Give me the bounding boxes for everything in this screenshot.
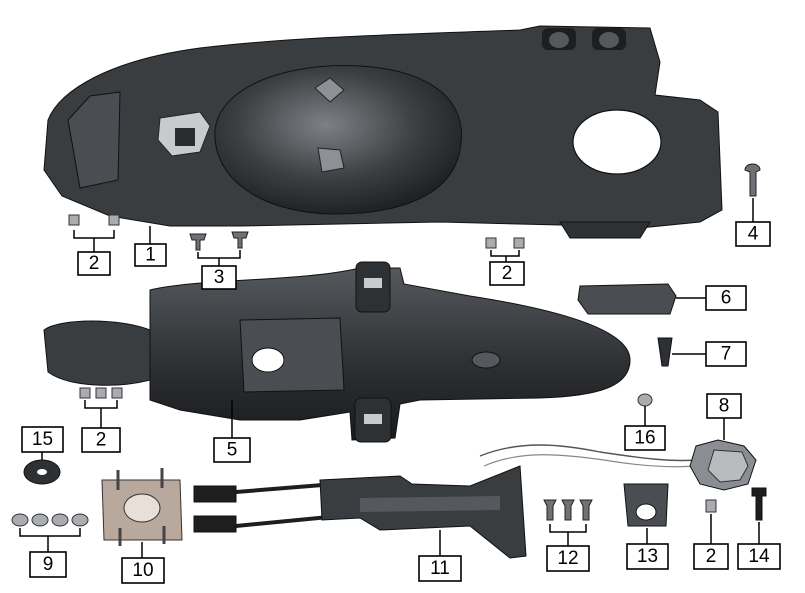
svg-text:7: 7: [721, 344, 732, 365]
svg-text:10: 10: [132, 560, 153, 581]
part-clip-triple: [79, 387, 123, 428]
callout-11: 11: [418, 555, 462, 582]
svg-text:2: 2: [706, 546, 717, 567]
svg-text:3: 3: [214, 267, 225, 288]
part-reflector: [577, 283, 706, 315]
callout-7: 7: [705, 341, 747, 367]
part-small-nut: [637, 393, 653, 426]
part-rubber-plug: [657, 337, 706, 367]
callout-2b: 2: [489, 261, 525, 286]
svg-text:13: 13: [637, 546, 658, 567]
part-lamp-mount: [623, 483, 669, 544]
svg-text:5: 5: [227, 440, 238, 461]
callout-5: 5: [213, 437, 251, 463]
svg-text:2: 2: [89, 253, 100, 274]
callout-2c: 2: [81, 427, 121, 453]
svg-text:12: 12: [557, 548, 578, 569]
part-bolt-triple: [543, 499, 593, 546]
part-bolt-pair: [189, 231, 249, 266]
callout-2a: 2: [77, 251, 111, 276]
callout-8: 8: [706, 393, 742, 419]
svg-text:1: 1: [145, 245, 156, 266]
svg-text:9: 9: [43, 554, 54, 575]
callout-3: 3: [201, 265, 237, 290]
part-clip-pair-right: [485, 237, 525, 262]
svg-text:2: 2: [502, 263, 513, 284]
callout-16: 16: [624, 425, 666, 451]
svg-text:15: 15: [32, 429, 53, 450]
callout-9: 9: [29, 551, 67, 578]
callout-12: 12: [546, 545, 590, 572]
part-license-bracket: [193, 465, 527, 559]
callout-13: 13: [626, 543, 669, 570]
part-bolt-single: [744, 163, 761, 222]
svg-text:2: 2: [96, 430, 107, 451]
svg-text:16: 16: [634, 428, 655, 449]
callout-6: 6: [705, 285, 747, 311]
callout-14: 14: [737, 543, 781, 570]
part-nut-set: [11, 513, 89, 552]
callout-4: 4: [735, 221, 771, 247]
svg-text:4: 4: [748, 224, 759, 245]
callout-15: 15: [21, 426, 64, 453]
callout-2d: 2: [693, 543, 729, 570]
part-screw: [751, 487, 767, 544]
callout-10: 10: [121, 557, 165, 584]
part-clip-pair-left: [68, 214, 120, 252]
part-clip-single: [705, 499, 717, 544]
svg-text:14: 14: [748, 546, 770, 567]
part-rubber-washer: [23, 452, 61, 485]
svg-text:8: 8: [719, 396, 730, 417]
part-mounting-plate: [101, 468, 183, 558]
callout-1: 1: [134, 226, 167, 267]
svg-text:11: 11: [430, 558, 450, 579]
part-rear-fender: [43, 261, 631, 443]
part-license-lamp: [479, 418, 757, 491]
part-underseat-tray: [43, 25, 723, 239]
svg-text:6: 6: [721, 288, 732, 309]
